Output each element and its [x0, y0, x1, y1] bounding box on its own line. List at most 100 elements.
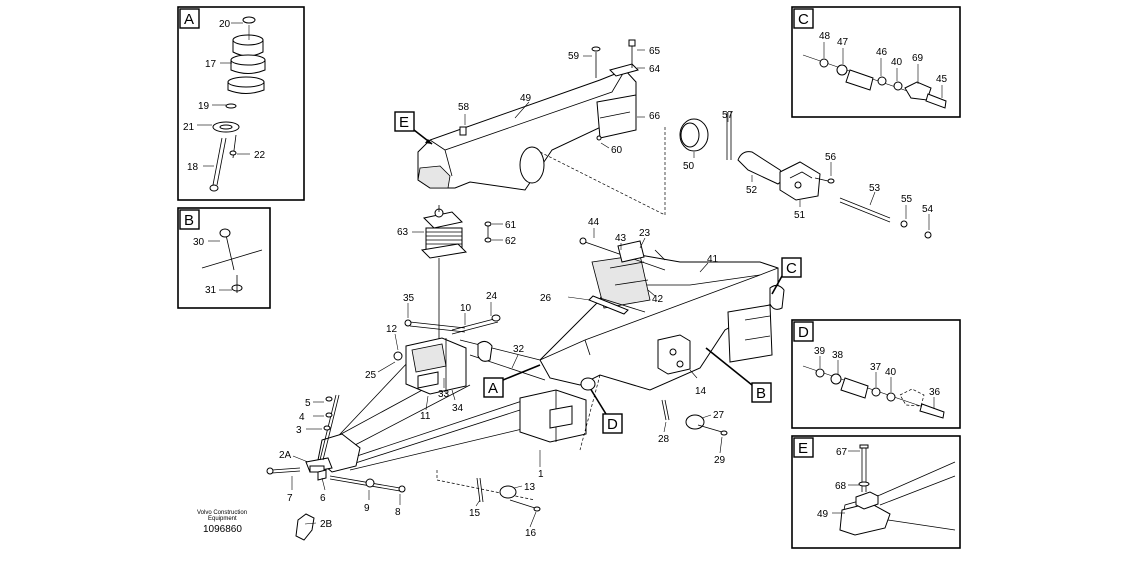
part-label-4: 4 — [299, 412, 305, 423]
detail-a-panel: A 20 17 19 21 18 22 — [177, 6, 305, 201]
callout-c-label: C — [786, 260, 797, 277]
part-label-49: 49 — [520, 93, 532, 104]
part-label-2a: 2A — [279, 450, 292, 461]
part-label-67: 67 — [836, 447, 848, 458]
part-label-60: 60 — [611, 145, 623, 156]
detail-c-label: C — [798, 11, 809, 28]
part-label-40: 40 — [891, 57, 903, 68]
part-label-44: 44 — [588, 217, 600, 228]
part-label-6: 6 — [320, 493, 326, 504]
part-label-25: 25 — [365, 370, 377, 381]
part-label-21: 21 — [183, 122, 195, 133]
part-label-34: 34 — [452, 403, 464, 414]
part-label-40: 40 — [885, 367, 897, 378]
part-label-35: 35 — [403, 293, 415, 304]
rubber-mount-63 — [420, 205, 492, 365]
part-label-29: 29 — [714, 455, 726, 466]
part-label-5: 5 — [305, 398, 311, 409]
detail-a-mount-stack — [209, 16, 266, 192]
part-label-54: 54 — [922, 204, 934, 215]
part-label-27: 27 — [713, 410, 725, 421]
callout-c: C — [771, 257, 802, 295]
detail-e-panel: E 67 68 49 — [791, 435, 961, 549]
part-label-57: 57 — [722, 110, 734, 121]
part-label-50: 50 — [683, 161, 695, 172]
part-label-63: 63 — [397, 227, 409, 238]
part-label-36: 36 — [929, 387, 941, 398]
part-label-61: 61 — [505, 220, 517, 231]
part-label-56: 56 — [825, 152, 837, 163]
part-label-39: 39 — [814, 346, 826, 357]
part-label-38: 38 — [832, 350, 844, 361]
part-label-49: 49 — [817, 509, 829, 520]
detail-a-label: A — [184, 11, 194, 28]
part-label-10: 10 — [460, 303, 472, 314]
part-label-33: 33 — [438, 389, 450, 400]
part-label-53: 53 — [869, 183, 881, 194]
callout-b: B — [705, 347, 772, 403]
detail-d-label: D — [798, 324, 809, 341]
part-label-11: 11 — [420, 411, 431, 422]
part-label-19: 19 — [198, 101, 210, 112]
lower-hardware — [476, 399, 728, 512]
part-label-13: 13 — [524, 482, 536, 493]
part-label-62: 62 — [505, 236, 517, 247]
credit-line-2: Equipment — [208, 516, 237, 522]
part-label-9: 9 — [364, 503, 370, 514]
part-label-45: 45 — [936, 74, 948, 85]
figure-number: 1096860 — [203, 524, 242, 535]
credit-line-1: Volvo Construction — [197, 510, 247, 516]
detail-d-panel: D 39 38 37 40 36 — [791, 319, 961, 429]
part-label-69: 69 — [912, 53, 924, 64]
part-label-8: 8 — [395, 507, 401, 518]
part-label-32: 32 — [513, 344, 525, 355]
part-label-43: 43 — [615, 233, 627, 244]
detail-b-panel: B 30 31 — [177, 207, 271, 309]
part-label-46: 46 — [876, 47, 888, 58]
part-label-59: 59 — [568, 51, 580, 62]
part-label-47: 47 — [837, 37, 849, 48]
part-label-17: 17 — [205, 59, 217, 70]
part-label-66: 66 — [649, 111, 661, 122]
part-label-7: 7 — [287, 493, 293, 504]
part-label-37: 37 — [870, 362, 882, 373]
detail-b-label: B — [184, 212, 194, 229]
part-label-12: 12 — [386, 324, 398, 335]
main-frame — [539, 237, 785, 391]
detail-e-label: E — [798, 440, 808, 457]
callout-d: D — [580, 377, 623, 434]
callout-d-label: D — [607, 416, 618, 433]
part-label-58: 58 — [458, 102, 470, 113]
part-label-30: 30 — [193, 237, 205, 248]
part-label-52: 52 — [746, 185, 758, 196]
part-label-2b: 2B — [320, 519, 333, 530]
callout-e: E — [394, 111, 433, 145]
part-label-41: 41 — [707, 254, 719, 265]
detail-c-panel: C 48 47 46 40 69 45 — [791, 6, 961, 118]
part-label-48: 48 — [819, 31, 831, 42]
part-label-24: 24 — [486, 291, 498, 302]
right-hardware-group — [679, 112, 932, 239]
part-label-51: 51 — [794, 210, 806, 221]
part-label-31: 31 — [205, 285, 217, 296]
callout-a: A — [483, 364, 541, 398]
part-label-64: 64 — [649, 64, 661, 75]
part-label-65: 65 — [649, 46, 661, 57]
part-label-28: 28 — [658, 434, 670, 445]
part-label-26: 26 — [540, 293, 552, 304]
part-label-20: 20 — [219, 19, 231, 30]
part-label-55: 55 — [901, 194, 913, 205]
part-label-1: 1 — [538, 469, 544, 480]
part-label-16: 14 — [695, 386, 707, 397]
part-label-3: 3 — [296, 425, 302, 436]
front-arm-assembly — [266, 314, 587, 541]
callout-e-label: E — [399, 114, 409, 131]
part-label-14: 15 — [469, 508, 481, 519]
part-label-23: 23 — [639, 228, 651, 239]
callout-b-label: B — [756, 385, 766, 402]
part-label-18: 18 — [187, 162, 199, 173]
part-label-15: 16 — [525, 528, 537, 539]
upper-crossbeam — [417, 39, 639, 191]
part-label-22: 22 — [254, 150, 266, 161]
